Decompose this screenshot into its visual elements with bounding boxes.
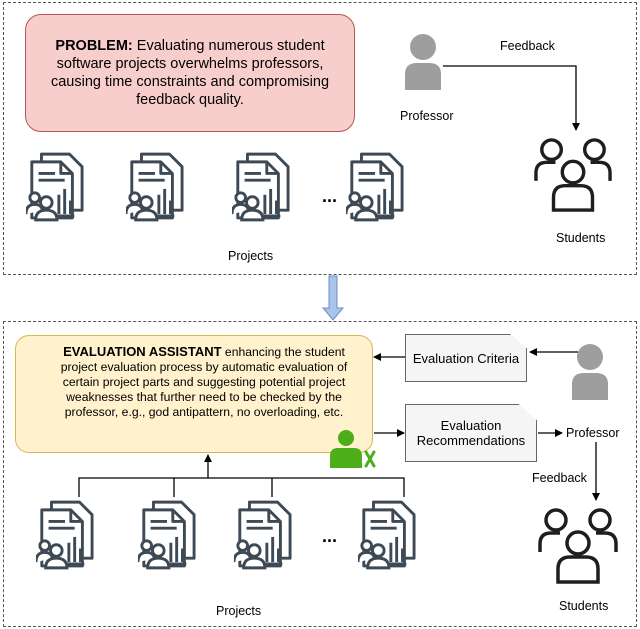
evaluation-criteria-doc: Evaluation Criteria xyxy=(405,334,527,382)
top-feedback-arrow xyxy=(443,65,580,131)
top-panel xyxy=(3,2,637,275)
bottom-project-icon-1 xyxy=(36,500,94,570)
bottom-project-icon-2 xyxy=(138,500,196,570)
evaluation-criteria-label: Evaluation Criteria xyxy=(412,350,520,366)
down-arrow-icon xyxy=(321,275,345,321)
top-project-icon-3 xyxy=(232,152,290,222)
top-feedback-label: Feedback xyxy=(500,39,555,53)
top-professor-label: Professor xyxy=(400,109,454,123)
top-project-icon-2 xyxy=(126,152,184,222)
projects-to-assistant-connector xyxy=(78,454,405,497)
bottom-projects-label: Projects xyxy=(216,604,262,618)
bottom-project-icon-4 xyxy=(358,500,416,570)
assistant-lead: EVALUATION ASSISTANT xyxy=(63,344,222,359)
bottom-ellipsis: ... xyxy=(322,526,338,546)
bottom-students-label: Students xyxy=(559,599,609,613)
bottom-project-icon-3 xyxy=(234,500,292,570)
bottom-professor-label: Professor xyxy=(566,426,620,440)
evaluation-recommendations-label: Evaluation Recommendations xyxy=(416,418,526,448)
assistant-agent-icon xyxy=(330,430,376,468)
bottom-panel xyxy=(3,321,637,627)
problem-lead: PROBLEM: xyxy=(55,38,133,54)
bottom-students-icon xyxy=(538,508,618,584)
top-ellipsis: ... xyxy=(322,186,338,206)
top-project-icon-4 xyxy=(346,152,404,222)
evaluation-recommendations-doc: Evaluation Recommendations xyxy=(405,404,537,462)
top-professor-icon xyxy=(405,34,441,90)
top-project-icon-1 xyxy=(26,152,84,222)
top-students-label: Students xyxy=(556,231,606,245)
top-students-icon xyxy=(534,138,612,212)
problem-box: PROBLEM: Evaluating numerous student sof… xyxy=(25,14,355,132)
assistant-text: enhancing the student project evaluation… xyxy=(60,345,348,419)
problem-text: Evaluating numerous student software pro… xyxy=(50,38,330,108)
top-projects-label: Projects xyxy=(228,249,274,263)
bottom-feedback-label: Feedback xyxy=(532,471,587,485)
assistant-box: EVALUATION ASSISTANT enhancing the stude… xyxy=(15,335,373,453)
